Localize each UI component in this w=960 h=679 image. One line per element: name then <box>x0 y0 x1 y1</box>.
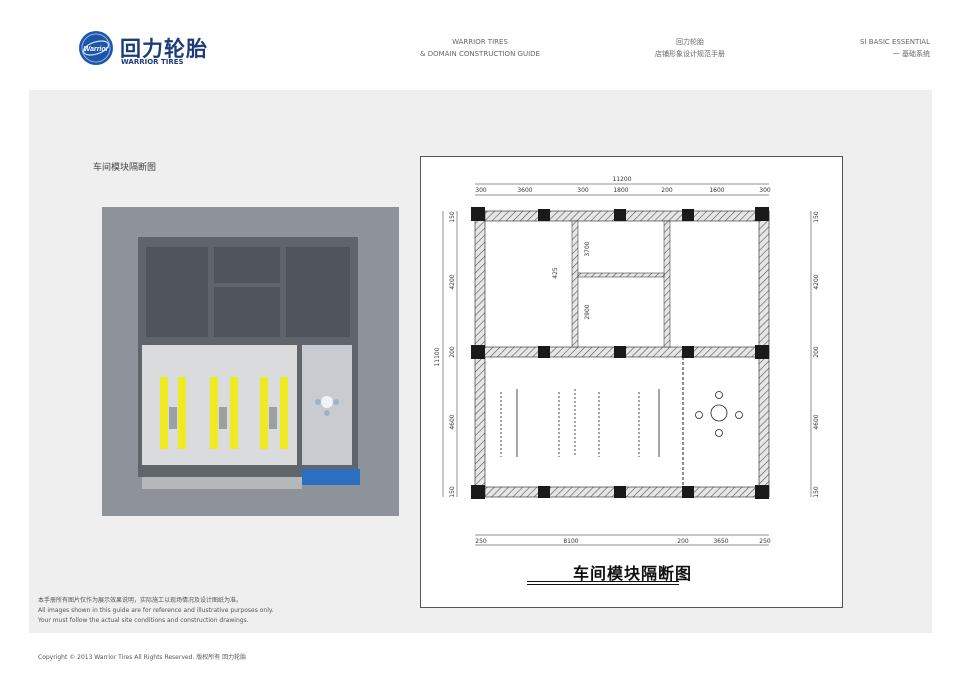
dimension-left-label: 150 <box>449 211 456 223</box>
dimension-lines <box>442 183 812 546</box>
partition-upper-1 <box>571 220 579 348</box>
header-manual-line1: 回力轮胎 <box>676 38 704 46</box>
dimension-top-label: 3600 <box>517 187 532 194</box>
room-label: 2900 <box>584 304 591 319</box>
note-line: 本手册所有图片仅作为展示效果说明，实际施工以现场情况及设计图纸为准。 <box>38 597 243 604</box>
warrior-logo-icon: Warrior <box>79 31 113 65</box>
lift-bays <box>500 389 660 457</box>
dimension-top-label: 300 <box>475 187 487 194</box>
columns <box>471 207 769 499</box>
dimension-labels: 11200 300 3600 300 1800 200 1600 300 250 8100 200 3… <box>434 176 820 545</box>
dimension-top-label: 200 <box>661 187 673 194</box>
dimension-right-label: 150 <box>813 211 820 223</box>
partition-upper-3 <box>577 272 665 278</box>
dimension-bottom-label: 250 <box>759 538 771 545</box>
brand-name-en: WARRIOR TIRES <box>121 58 184 66</box>
dimension-top-label: 300 <box>577 187 589 194</box>
brand-name-cn: 回力轮胎 <box>120 37 208 61</box>
partition-upper-2 <box>663 220 671 348</box>
workshop-render-image <box>102 207 399 516</box>
header-column-guide: WARRIOR TIRES & DOMAIN CONSTRUCTION GUID… <box>410 36 550 60</box>
floor-plan-frame: 11200 300 3600 300 1800 200 1600 300 250 8100 200 3… <box>420 156 843 608</box>
room-label: 425 <box>552 267 559 279</box>
dimension-top-label: 1800 <box>613 187 628 194</box>
dimension-right-label: 200 <box>813 346 820 358</box>
dimension-total-label: 11200 <box>612 176 631 183</box>
title-underline-thin <box>527 584 679 585</box>
dimension-left-label: 150 <box>449 486 456 498</box>
dimension-left-total-label: 11100 <box>434 347 441 366</box>
title-underline <box>527 581 679 582</box>
lounge-table <box>695 391 743 437</box>
dimension-bottom-label: 200 <box>677 538 689 545</box>
dimension-left-label: 4200 <box>449 274 456 289</box>
room-label: 3700 <box>584 241 591 256</box>
header-system-line2: 一 基础系统 <box>892 50 930 58</box>
logo-text: Warrior <box>84 46 110 53</box>
dimension-right-label: 150 <box>813 486 820 498</box>
header-manual-line2: 店铺形象设计规范手册 <box>655 50 725 58</box>
dimension-top-label: 300 <box>759 187 771 194</box>
floor-plan-drawing: 11200 300 3600 300 1800 200 1600 300 250 8100 200 3… <box>434 176 820 546</box>
page-header: Warrior 回力轮胎 WARRIOR TIRES WARRIOR TIRES… <box>0 0 960 88</box>
disclaimer-notes: 本手册所有图片仅作为展示效果说明，实际施工以现场情况及设计图纸为准。 All i… <box>38 596 273 626</box>
note-line: All images shown in this guide are for r… <box>38 607 274 614</box>
section-title: 车间模块隔断图 <box>93 163 157 173</box>
header-column-manual: 回力轮胎 店铺形象设计规范手册 <box>620 36 760 60</box>
dimension-bottom-label: 3650 <box>713 538 728 545</box>
dimension-right-label: 4200 <box>813 274 820 289</box>
header-system-line1: SI BASIC ESSENTIAL <box>860 38 930 46</box>
note-line: Your must follow the actual site conditi… <box>38 617 249 624</box>
dimension-left-label: 200 <box>449 346 456 358</box>
dimension-right-label: 4600 <box>813 414 820 429</box>
dimension-bottom-label: 8100 <box>563 538 578 545</box>
dimension-left-label: 4600 <box>449 414 456 429</box>
header-guide-line1: WARRIOR TIRES <box>452 38 508 46</box>
header-column-system: SI BASIC ESSENTIAL 一 基础系统 <box>790 36 930 60</box>
dimension-top-label: 1600 <box>709 187 724 194</box>
header-guide-line2: & DOMAIN CONSTRUCTION GUIDE <box>420 50 540 58</box>
copyright-footer: Copyright © 2013 Warrior Tires All Right… <box>38 654 247 661</box>
drawing-title: 车间模块隔断图 <box>572 564 692 583</box>
dimension-bottom-label: 250 <box>475 538 487 545</box>
